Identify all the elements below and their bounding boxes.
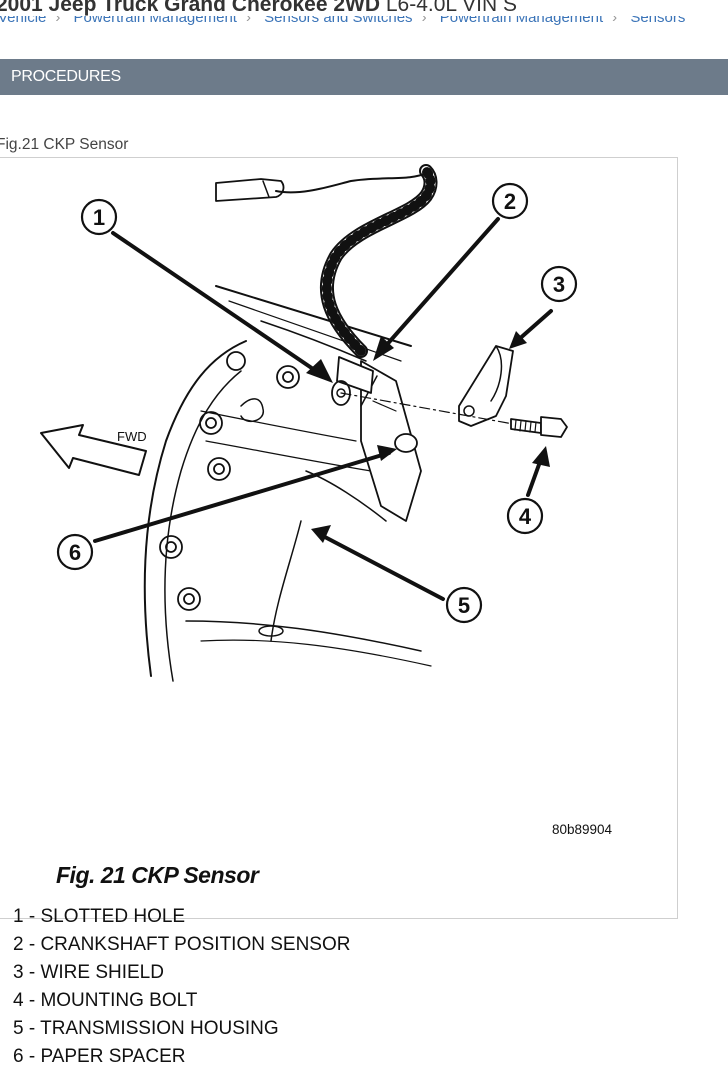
callout-5: 5 [458,593,470,618]
callout-4: 4 [519,504,532,529]
callout-2: 2 [504,189,516,214]
breadcrumb-item[interactable]: Powertrain Management [73,16,237,26]
legend-item: 2 - CRANKSHAFT POSITION SENSOR [13,934,351,955]
legend-item: 5 - TRANSMISSION HOUSING [13,1018,279,1039]
callout-6: 6 [69,540,81,565]
callout-1: 1 [93,205,105,230]
breadcrumb-item[interactable]: Vehicle [0,16,47,26]
legend-item: 1 - SLOTTED HOLE [13,906,186,927]
section-header: PROCEDURES [0,59,728,95]
section-label: PROCEDURES [11,68,121,85]
engine-subtitle: L6-4.0L VIN S [385,0,517,16]
breadcrumb-item[interactable]: Powertrain Management [439,16,604,26]
legend-item: 6 - PAPER SPACER [13,1046,186,1067]
vehicle-title: 2001 Jeep Truck Grand Cherokee 2WD [0,0,380,16]
breadcrumb: Vehicle› Powertrain Management› Sensors … [0,16,728,30]
page-title: 2001 Jeep Truck Grand Cherokee 2WD L6-4.… [0,0,517,17]
figure-code: 80b89904 [552,822,613,837]
ckp-sensor-illustration: FWD [40,164,578,682]
figure-caption: Fig.21 CKP Sensor [0,136,129,153]
legend-item: 3 - WIRE SHIELD [13,962,164,983]
legend-item: 4 - MOUNTING BOLT [13,990,198,1011]
figure-title: Fig. 21 CKP Sensor [56,862,259,888]
callout-3: 3 [553,272,565,297]
breadcrumb-item[interactable]: Sensors and Switches [264,16,413,26]
page-title-bar: 2001 Jeep Truck Grand Cherokee 2WD L6-4.… [0,0,728,20]
breadcrumb-item[interactable]: Sensors [630,16,686,26]
figure-legend: 1 - SLOTTED HOLE 2 - CRANKSHAFT POSITION… [13,903,350,1071]
figure-panel: FWD [0,157,678,1067]
fwd-label: FWD [117,429,147,444]
